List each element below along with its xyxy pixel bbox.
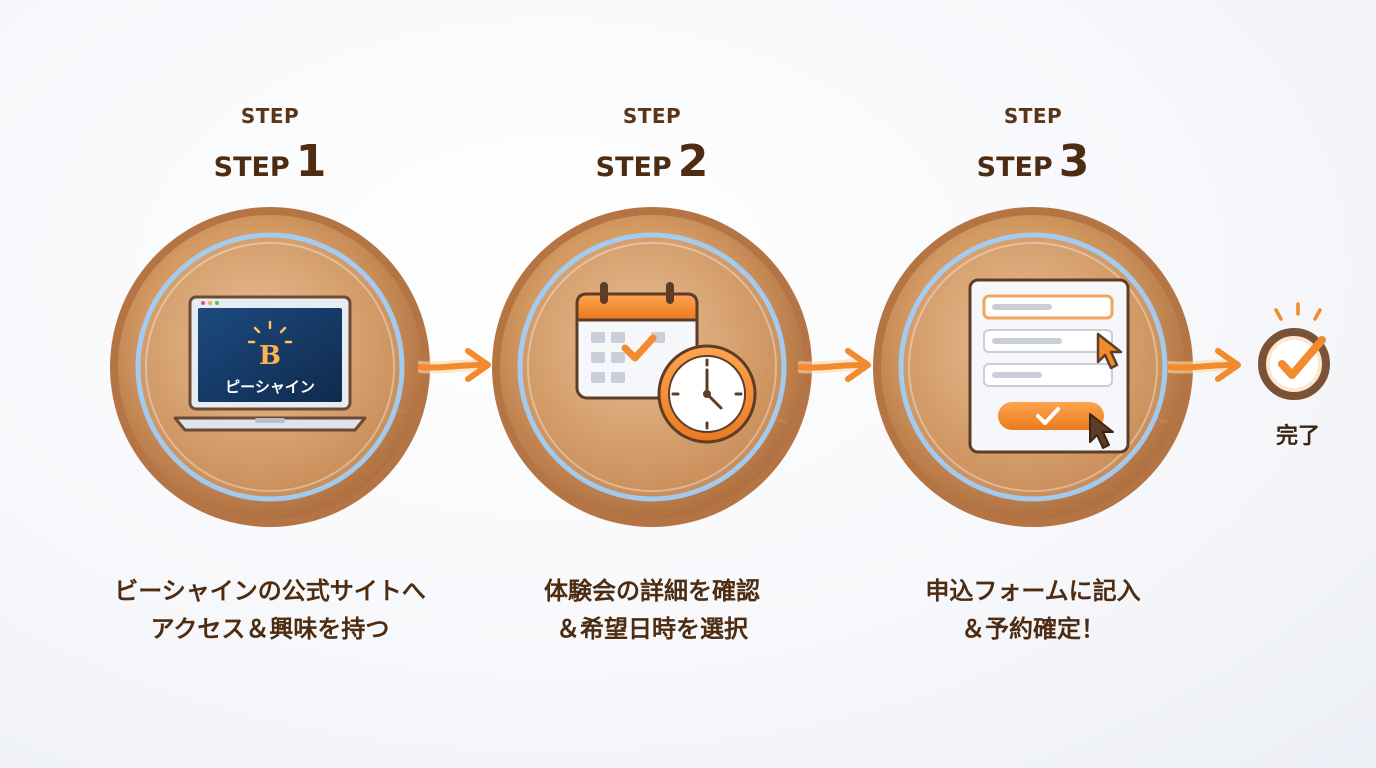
- step-3-label-small: STEP: [1003, 104, 1063, 128]
- step-1-caption: ビーシャインの公式サイトへ アクセス＆興味を持つ: [90, 572, 450, 648]
- laptop-icon: B ピーシャイン: [110, 207, 430, 527]
- arrow-right-icon: [1168, 335, 1248, 395]
- step-3-medal: [868, 202, 1198, 532]
- step-3-caption-line-1: 申込フォームに記入: [925, 577, 1141, 605]
- completion-label: 完了: [1275, 424, 1320, 449]
- step-2-caption-line-1: 体験会の詳細を確認: [544, 577, 760, 605]
- arrow-right-icon: [798, 335, 878, 395]
- step-3-caption: 申込フォームに記入 ＆予約確定！: [853, 572, 1213, 648]
- step-2-heading-word: STEP: [595, 152, 672, 183]
- check-circle-icon: [1258, 302, 1330, 400]
- form-cursor-icon: [873, 207, 1193, 527]
- step-3-heading-word: STEP: [976, 152, 1053, 183]
- screen-brand-text: ピーシャイン: [225, 378, 315, 396]
- step-2-label-small: STEP: [622, 104, 682, 128]
- step-1-number: 1: [295, 136, 327, 187]
- step-3-number: 3: [1058, 136, 1090, 187]
- step-1-caption-line-2: アクセス＆興味を持つ: [150, 615, 390, 643]
- calendar-clock-icon: [492, 207, 812, 527]
- step-1-heading-word: STEP: [213, 152, 290, 183]
- step-2-number: 2: [677, 136, 709, 187]
- step-2-caption-line-2: ＆希望日時を選択: [556, 615, 748, 643]
- completion: 完了: [1248, 298, 1348, 458]
- step-2-caption: 体験会の詳細を確認 ＆希望日時を選択: [472, 572, 832, 648]
- svg-text:B: B: [259, 341, 281, 371]
- step-3-caption-line-2: ＆予約確定！: [961, 615, 1105, 643]
- step-2-medal: [487, 202, 817, 532]
- arrow-right-icon: [418, 335, 498, 395]
- step-1-medal: B ピーシャイン: [105, 202, 435, 532]
- step-1-caption-line-1: ビーシャインの公式サイトへ: [114, 577, 426, 605]
- step-1-label-small: STEP: [240, 104, 300, 128]
